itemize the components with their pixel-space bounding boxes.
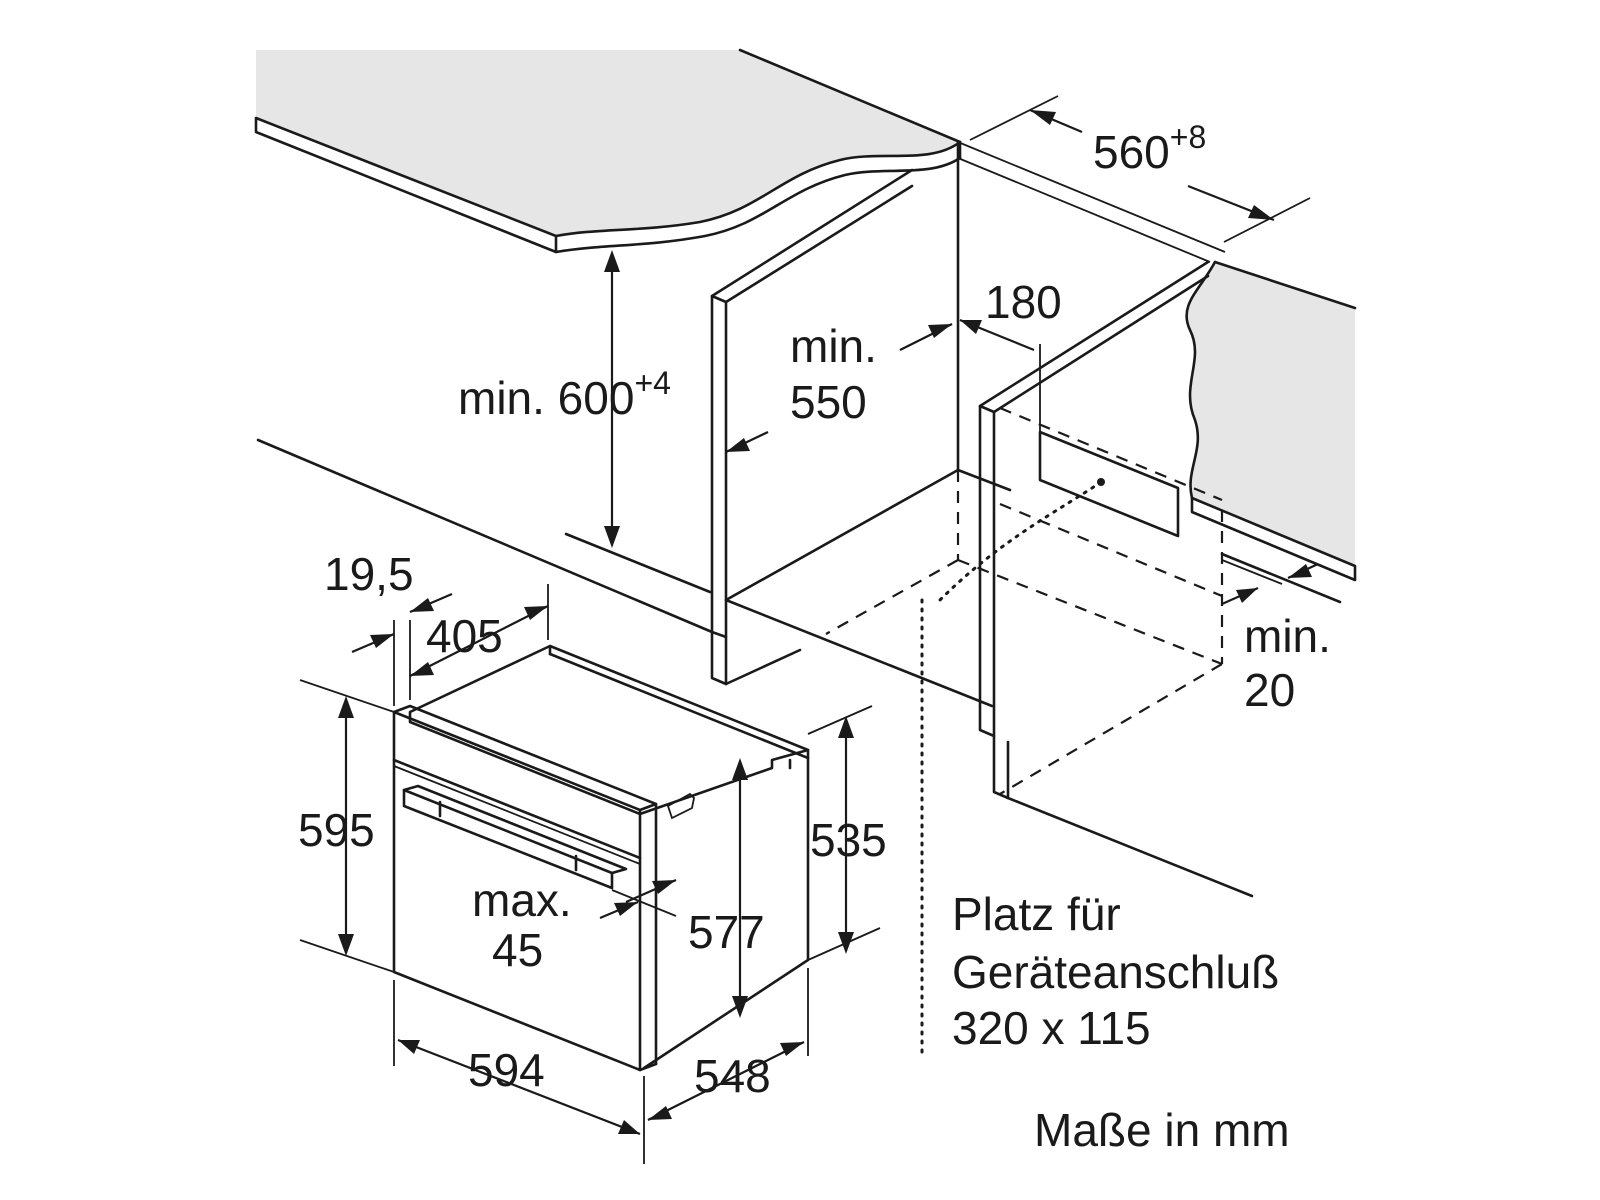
dim-body-height: 535 [810,814,887,866]
dimension-lines [299,95,1319,1164]
note-units: Maße in mm [1034,1104,1290,1156]
connection-space [920,430,1180,1060]
dim-appliance-width: 594 [468,1044,545,1096]
dim-appliance-height: 595 [298,804,375,856]
dim-front-panel-thickness: 19,5 [324,548,414,600]
dim-handle-projection-line1: max. [472,874,572,926]
dim-niche-depth-line2: 550 [790,376,867,428]
note-connection-space-line1: Platz für [952,888,1121,940]
dim-rear-gap-line2: 20 [1244,664,1295,716]
dim-inner-height: 577 [688,906,765,958]
dim-rear-gap-line1: min. [1244,610,1331,662]
dim-connection-offset: 180 [985,276,1062,328]
cabinet-niche [256,140,1342,898]
dim-handle-projection-line2: 45 [492,924,543,976]
oven [392,644,810,1072]
dim-depth-405: 405 [426,610,503,662]
dim-niche-depth-line1: min. [790,320,877,372]
note-connection-space-line3: 320 x 115 [952,1002,1151,1054]
countertop-left [254,48,962,254]
dim-niche-height: min. 600+4 [458,365,671,424]
countertop-right [1185,260,1357,582]
note-connection-space-line2: Geräteanschluß [952,946,1279,998]
dim-niche-width: 560+8 [1093,119,1206,178]
dim-appliance-depth: 548 [694,1050,771,1102]
